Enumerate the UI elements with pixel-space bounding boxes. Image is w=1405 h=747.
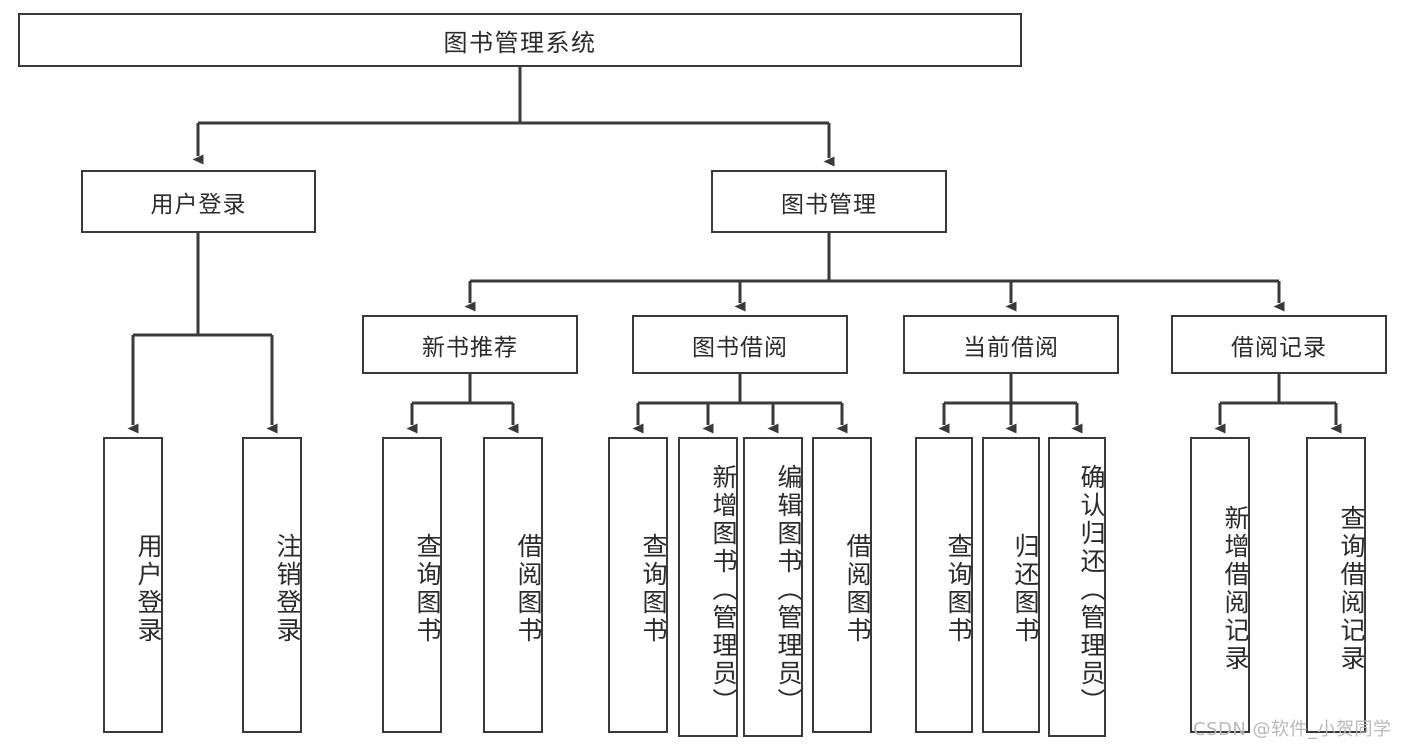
node-label: 编辑图书（管理员） [774,464,803,716]
node-label: 查询借阅记录 [1337,505,1366,673]
node-label: 借阅图书 [843,533,872,645]
node-label: 图书借阅 [692,334,788,361]
leaf-add-borrow-record[interactable]: 新增借阅记录 [1190,437,1250,733]
leaf-borrow-book-new-book[interactable]: 借阅图书 [483,437,543,733]
leaf-logout[interactable]: 注销登录 [242,437,302,733]
node-borrow-record[interactable]: 借阅记录 [1171,315,1387,374]
leaf-query-book-current[interactable]: 查询图书 [915,437,973,733]
node-user-login[interactable]: 用户登录 [81,170,316,233]
leaf-query-book-borrow[interactable]: 查询图书 [608,437,668,733]
node-label: 用户登录 [134,533,163,645]
watermark-text: CSDN @软件_小贺同学 [1193,719,1392,740]
node-label: 归还图书 [1011,533,1040,645]
node-label: 用户登录 [150,191,247,218]
node-label: 新书推荐 [422,334,518,361]
leaf-user-login[interactable]: 用户登录 [103,437,163,733]
node-label: 注销登录 [273,533,302,645]
node-label: 借阅图书 [514,533,543,645]
node-label: 查询图书 [639,533,668,645]
node-label: 查询图书 [944,533,973,645]
leaf-add-book-admin[interactable]: 新增图书（管理员） [678,437,738,737]
leaf-borrow-book-borrow[interactable]: 借阅图书 [812,437,872,733]
node-label: 图书管理 [781,191,877,218]
node-label: 图书管理系统 [443,28,597,57]
leaf-edit-book-admin[interactable]: 编辑图书（管理员） [743,437,803,737]
node-book-borrow[interactable]: 图书借阅 [632,315,848,374]
node-current-borrow[interactable]: 当前借阅 [903,315,1119,374]
leaf-query-book-new-book[interactable]: 查询图书 [382,437,442,733]
node-label: 查询图书 [413,533,442,645]
csdn-watermark: CSDN @软件_小贺同学 [1193,715,1392,741]
leaf-return-book[interactable]: 归还图书 [982,437,1040,733]
node-label: 新增图书（管理员） [709,464,738,716]
node-book-management[interactable]: 图书管理 [711,170,947,233]
node-label: 确认归还（管理员） [1077,464,1106,716]
leaf-query-borrow-record[interactable]: 查询借阅记录 [1306,437,1366,733]
node-root-book-management-system[interactable]: 图书管理系统 [18,13,1022,67]
leaf-confirm-return-admin[interactable]: 确认归还（管理员） [1048,437,1106,737]
node-label: 当前借阅 [963,334,1059,361]
node-new-book-recommendation[interactable]: 新书推荐 [362,315,578,374]
node-label: 新增借阅记录 [1221,505,1250,673]
node-label: 借阅记录 [1231,334,1327,361]
